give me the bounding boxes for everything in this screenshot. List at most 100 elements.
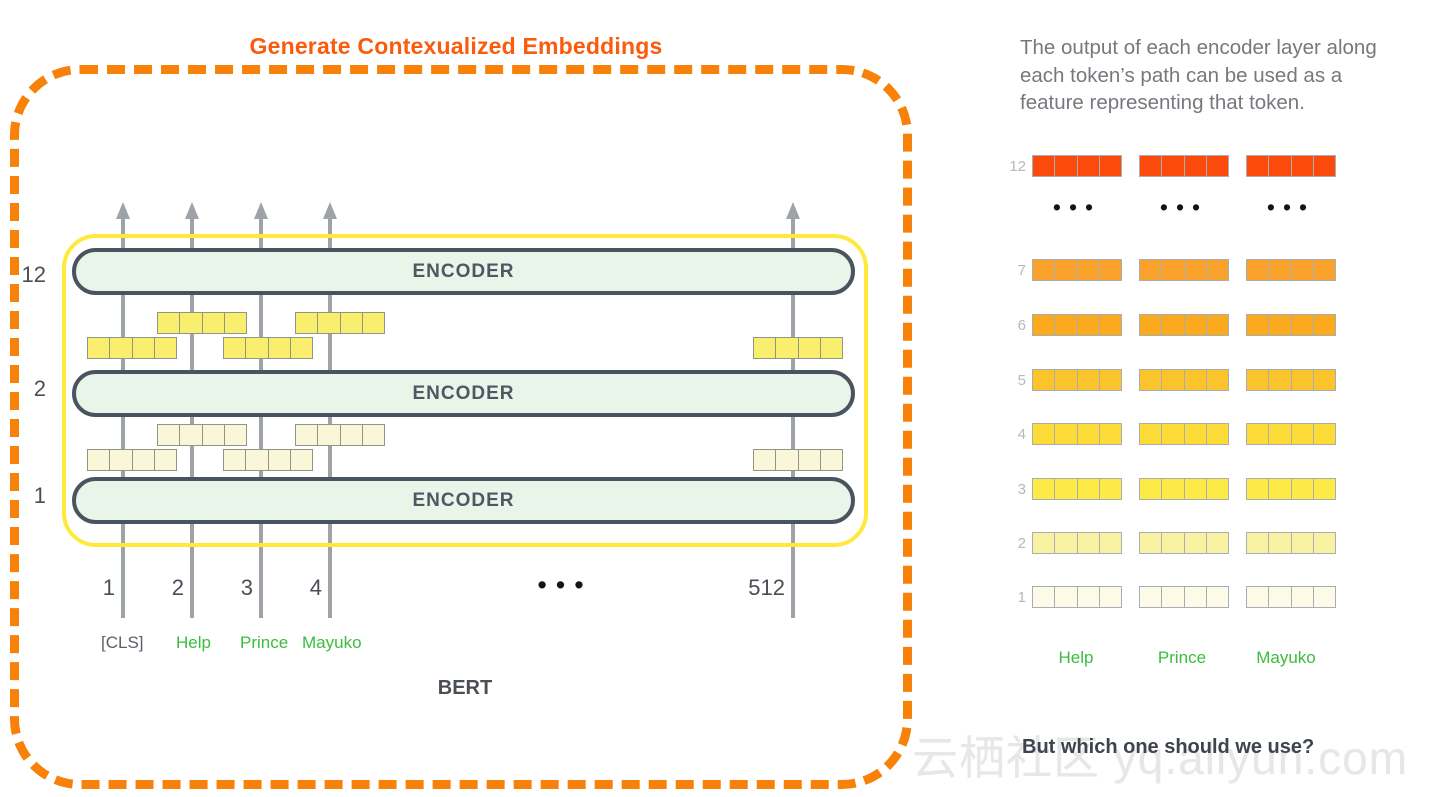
grid-layer-label: 4 [1017, 425, 1026, 443]
vector-cell [1140, 479, 1163, 499]
vector-cell [362, 313, 384, 333]
embedding-vector [1246, 314, 1336, 336]
vector-cell [224, 338, 247, 358]
vector-cell [1313, 156, 1335, 176]
vector-cell [1247, 533, 1270, 553]
grid-layer-label: 5 [1017, 371, 1026, 389]
embedding-vector [1246, 532, 1336, 554]
vector-cell [1206, 315, 1228, 335]
grid-layer-label: 6 [1017, 316, 1026, 334]
arrow-up-icon [786, 202, 800, 219]
vector-cell [1055, 315, 1078, 335]
embedding-grid-row: 6 [1000, 314, 1336, 336]
vector-cell [1140, 533, 1163, 553]
encoder-label: ENCODER [412, 382, 515, 404]
vector-cell [1033, 370, 1056, 390]
layer-label-2: 2 [33, 376, 46, 401]
vector-cell [1077, 587, 1100, 607]
vector-cell [1033, 587, 1056, 607]
vector-cell [1247, 479, 1270, 499]
grid-layer-label: 1 [1017, 588, 1026, 606]
vector-cell [246, 338, 269, 358]
vector-cell [180, 425, 203, 445]
vector-cell [1140, 156, 1163, 176]
vector-cell [1184, 156, 1207, 176]
vector-cell [88, 338, 111, 358]
vector-cell [224, 450, 247, 470]
vector-cell [798, 338, 821, 358]
encoder-box-12: ENCODER [72, 248, 855, 295]
vector-cell [1247, 424, 1270, 444]
vector-cell [1313, 587, 1335, 607]
token-flow-line [190, 218, 194, 618]
embedding-vector [1139, 478, 1229, 500]
vector-cell [1247, 260, 1270, 280]
position-label-2: 2 [171, 575, 184, 600]
embedding-vector [1139, 314, 1229, 336]
vector-cell [1162, 370, 1185, 390]
encoder-label: ENCODER [412, 489, 515, 511]
vector-cell [1184, 370, 1207, 390]
vector-cell [1206, 479, 1228, 499]
vector-cell [318, 313, 341, 333]
vector-cell [1140, 370, 1163, 390]
embedding-vector [1032, 532, 1122, 554]
vector-cell [1077, 424, 1100, 444]
vector-cell [1313, 315, 1335, 335]
arrow-up-icon [323, 202, 337, 219]
embedding-vector [1032, 478, 1122, 500]
embedding-vector [1246, 423, 1336, 445]
position-label-512: 512 [748, 575, 785, 600]
vector-cell [1055, 260, 1078, 280]
embedding-vector [1246, 155, 1336, 177]
vector-cell [1269, 315, 1292, 335]
vector-cell [1291, 533, 1314, 553]
grid-token-help: Help [1058, 648, 1094, 667]
vector-cell [1162, 587, 1185, 607]
vector-cell [1291, 587, 1314, 607]
vector-cell [1140, 260, 1163, 280]
vector-cell [1184, 479, 1207, 499]
vector-cell [754, 450, 777, 470]
vector-cell [1291, 260, 1314, 280]
diagram-title: Generate Contexualized Embeddings [249, 33, 663, 59]
embedding-vector [1032, 314, 1122, 336]
embedding-vector [1032, 423, 1122, 445]
vector-cell [132, 338, 155, 358]
vector-cell [290, 450, 312, 470]
arrow-up-icon [254, 202, 268, 219]
vector-cell [1162, 315, 1185, 335]
embedding-grid-row: 1 [1000, 586, 1336, 608]
vector-cell [318, 425, 341, 445]
vector-cell [1247, 587, 1270, 607]
vector-cell [1077, 156, 1100, 176]
vector-cell [202, 313, 225, 333]
arrow-up-icon [116, 202, 130, 219]
vector-cell [1184, 260, 1207, 280]
vector-cell [246, 450, 269, 470]
grid-layer-label: 2 [1017, 534, 1026, 552]
vector-cell [1313, 424, 1335, 444]
vector-cell [180, 313, 203, 333]
ellipsis-dots: ••• [1052, 194, 1102, 220]
vector-cell [1077, 260, 1100, 280]
vector-cell [1033, 156, 1056, 176]
vector-cell [88, 450, 111, 470]
vector-cell [154, 450, 176, 470]
vector-cell [1291, 370, 1314, 390]
vector-cell [754, 338, 777, 358]
embedding-vector [1139, 586, 1229, 608]
embedding-grid-row: 2 [1000, 532, 1336, 554]
vector-cell [1291, 424, 1314, 444]
embedding-vector [1032, 259, 1122, 281]
vector-cell [1247, 370, 1270, 390]
vector-cell [1055, 533, 1078, 553]
embedding-vector [87, 337, 177, 359]
vector-cell [1206, 370, 1228, 390]
vector-cell [1184, 533, 1207, 553]
vector-cell [154, 338, 176, 358]
token-help: Help [176, 633, 211, 652]
vector-cell [1206, 533, 1228, 553]
grid-layer-label: 12 [1009, 157, 1026, 175]
vector-cell [776, 450, 799, 470]
